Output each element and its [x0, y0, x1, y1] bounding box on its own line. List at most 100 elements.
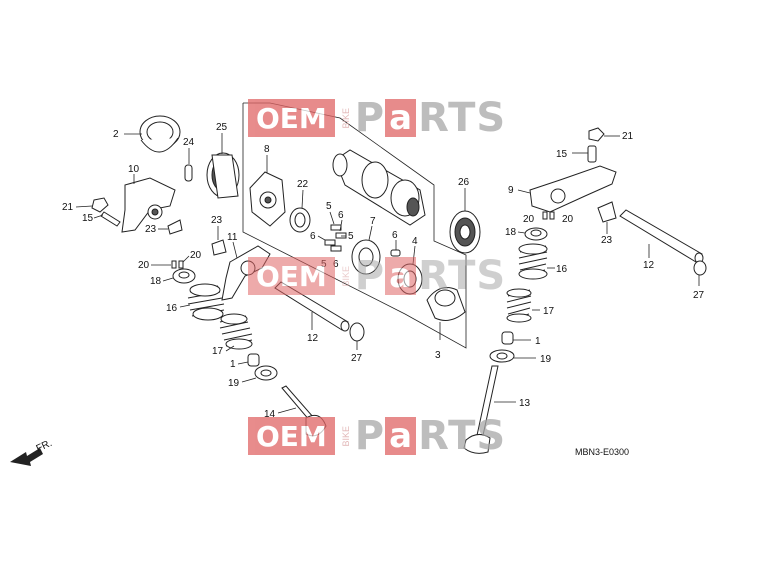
part-1-seal-right[interactable] — [501, 331, 514, 345]
watermark-oem-3: OEM — [248, 417, 335, 455]
watermark-p-3: P — [354, 413, 386, 459]
callout-27-left: 27 — [351, 353, 363, 364]
callout-17-right: 17 — [543, 306, 555, 317]
callout-4: 4 — [412, 236, 418, 247]
callout-20-left-b: 20 — [190, 250, 202, 261]
callout-7: 7 — [370, 216, 376, 227]
callout-19-right: 19 — [540, 354, 552, 365]
callout-1-right: 1 — [535, 336, 541, 347]
callout-23-right: 23 — [601, 235, 613, 246]
callout-20-right-b: 20 — [562, 214, 574, 225]
watermark-a-3: a — [385, 416, 417, 456]
watermark-rts-3: RTS — [418, 413, 507, 459]
part-9-rocker-arm[interactable] — [529, 165, 617, 213]
part-6-pin[interactable] — [390, 249, 401, 257]
part-23-gasket-mid[interactable] — [211, 239, 227, 256]
callout-23-left: 23 — [145, 224, 157, 235]
callout-17-left: 17 — [212, 346, 224, 357]
callout-26: 26 — [458, 177, 470, 188]
watermark-rts-2: RTS — [418, 253, 507, 299]
callout-20-right-a: 20 — [523, 214, 535, 225]
callout-6c: 6 — [333, 259, 339, 270]
watermark-bottom: OEM BIKE P a RTS — [248, 413, 507, 459]
callout-25: 25 — [216, 122, 228, 133]
callout-12-left: 12 — [307, 333, 319, 344]
part-7-weight[interactable] — [351, 239, 381, 275]
watermark-a: a — [385, 98, 417, 138]
callout-21-left: 21 — [62, 202, 74, 213]
callout-9: 9 — [508, 185, 514, 196]
callout-24: 24 — [183, 137, 195, 148]
callout-11: 11 — [227, 232, 238, 243]
callout-14: 14 — [264, 409, 276, 420]
callout-16-left: 16 — [166, 303, 178, 314]
part-25-bearing[interactable] — [206, 152, 240, 199]
part-22-washer[interactable] — [289, 207, 311, 233]
part-3-cap[interactable] — [426, 287, 466, 321]
callout-16-right: 16 — [556, 264, 568, 275]
part-21-nut-right[interactable] — [588, 127, 605, 142]
callout-15-left: 15 — [82, 213, 94, 224]
watermark-rts: RTS — [418, 95, 507, 141]
part-17-spring-left[interactable] — [219, 313, 253, 350]
part-1-seal-left[interactable] — [247, 353, 260, 367]
callout-15-right: 15 — [556, 149, 568, 160]
part-27-oring-right[interactable] — [693, 260, 707, 276]
part-10-rocker-arm[interactable] — [121, 177, 176, 233]
watermark-oem-2: OEM — [248, 257, 335, 295]
callout-18-right: 18 — [505, 227, 517, 238]
callout-20-left-a: 20 — [138, 260, 150, 271]
callout-3: 3 — [435, 350, 441, 361]
part-16-spring-left[interactable] — [187, 283, 225, 321]
callout-10: 10 — [128, 164, 140, 175]
part-12-shaft-right[interactable] — [619, 209, 704, 264]
callout-2: 2 — [113, 129, 119, 140]
callout-6d: 6 — [392, 230, 398, 241]
callout-19-left: 19 — [228, 378, 240, 389]
part-8-plate[interactable] — [249, 171, 286, 227]
callout-21-right: 21 — [622, 131, 634, 142]
watermark-a-2: a — [385, 256, 417, 296]
callout-5b: 5 — [348, 231, 354, 242]
part-16-spring-right[interactable] — [518, 243, 548, 280]
callout-12-right: 12 — [643, 260, 655, 271]
part-23-gasket-right[interactable] — [597, 201, 617, 223]
callout-6a: 6 — [338, 210, 344, 221]
part-19-washer-right[interactable] — [489, 349, 515, 363]
part-13-valve[interactable] — [463, 365, 499, 454]
front-label: FR. — [35, 438, 54, 455]
part-17-spring-right[interactable] — [506, 288, 532, 323]
watermark-bike-2: BIKE — [340, 265, 351, 287]
part-5-6-springs[interactable] — [324, 224, 347, 252]
part-15-screw-right[interactable] — [587, 145, 597, 163]
watermark-p: P — [354, 95, 386, 141]
part-20-cotters-right[interactable] — [542, 211, 555, 220]
callout-22: 22 — [297, 179, 309, 190]
watermark-top: OEM BIKE P a RTS — [248, 95, 507, 141]
part-15-screw-left[interactable] — [100, 211, 121, 227]
callout-18-left: 18 — [150, 276, 162, 287]
watermark-bike: BIKE — [340, 107, 351, 129]
watermark-oem: OEM — [248, 99, 335, 137]
callout-1-left: 1 — [230, 359, 236, 370]
part-18-retainer-left[interactable] — [172, 268, 196, 284]
part-26-bearing[interactable] — [449, 210, 481, 254]
camshaft[interactable] — [332, 149, 426, 226]
watermark-middle: OEM BIKE P a RTS — [248, 253, 507, 299]
part-27-oring-left[interactable] — [349, 322, 365, 342]
callout-23-mid: 23 — [211, 215, 223, 226]
callout-8: 8 — [264, 144, 270, 155]
part-18-retainer-right[interactable] — [524, 227, 548, 241]
front-arrow-icon — [10, 448, 43, 466]
part-23-gasket-left[interactable] — [167, 219, 183, 235]
callout-13: 13 — [519, 398, 531, 409]
watermark-bike-3: BIKE — [340, 425, 351, 447]
callout-5a: 5 — [326, 201, 332, 212]
part-24-dowel-pin[interactable] — [184, 164, 193, 182]
watermark-p-2: P — [354, 253, 386, 299]
part-20-cotters-left[interactable] — [171, 260, 184, 269]
diagram-code: MBN3-E0300 — [575, 447, 629, 457]
part-21-nut-left[interactable] — [91, 197, 109, 213]
part-2-seal[interactable] — [139, 115, 181, 153]
part-19-washer-left[interactable] — [254, 365, 278, 381]
